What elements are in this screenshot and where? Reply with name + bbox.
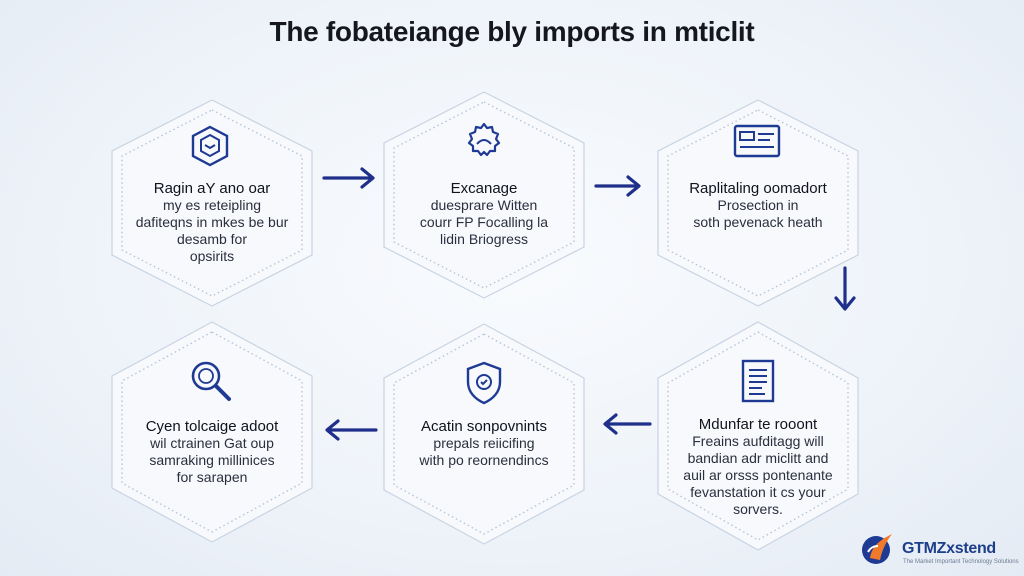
arrow-left-icon [603, 413, 652, 435]
step-3-body-line: Prosection in [717, 197, 799, 213]
id-card-icon [733, 124, 781, 158]
step-2-body-line: duesprare Witten [430, 197, 538, 213]
step-4-hexagon: Mdunfar te rooont Freains aufditagg will… [654, 318, 862, 554]
step-1-body-line: opsirits [189, 248, 235, 264]
step-4-body-line: Freains aufditagg will [692, 433, 824, 449]
step-1-body-line: my es reteipling [162, 197, 262, 213]
diagram-title: The fobateiange bly imports in mticlit [269, 16, 755, 47]
step-3-hexagon: Raplitaling oomadort Prosection in soth … [654, 96, 862, 310]
step-4-body-line: fevanstation it cs your [690, 484, 826, 500]
brand-tagline: The Market Important Technology Solution… [903, 559, 1019, 565]
step-3-body-line: soth pevenack heath [693, 214, 823, 230]
step-6-heading: Cyen tolcaige adoot [145, 418, 279, 435]
step-5-body-line: prepals reiicifing [433, 435, 535, 451]
step-2-body-line: lidin Briogress [440, 231, 528, 247]
arrow-right-icon [322, 167, 375, 189]
cube-shield-icon [191, 125, 229, 167]
hexagon-outline [111, 99, 313, 307]
brand-name: GTMZxstend [902, 540, 996, 557]
hexagon-outline [383, 91, 585, 299]
step-2-body-line: courr FP Focalling la [419, 214, 549, 230]
step-6-body-line: for sarapen [176, 469, 248, 485]
gear-badge-icon [467, 122, 501, 157]
document-icon [741, 359, 775, 403]
step-2-text: Excanage duesprare Witten courr FP Focal… [392, 180, 576, 248]
step-1-heading: Ragin aY ano oar [153, 180, 271, 197]
arrow-down-icon [834, 266, 856, 311]
step-6-text: Cyen tolcaige adoot wil ctrainen Gat oup… [120, 418, 304, 486]
step-1-body-line: desamb for [176, 231, 248, 247]
arrow-right-icon [594, 175, 641, 197]
step-3-text: Raplitaling oomadort Prosection in soth … [666, 180, 850, 231]
magnifier-icon [191, 361, 231, 401]
shield-check-icon [466, 361, 502, 405]
arrow-left-icon [325, 419, 378, 441]
step-1-hexagon: Ragin aY ano oar my es reteipling dafite… [108, 96, 316, 310]
step-2-heading: Excanage [450, 180, 518, 197]
step-5-heading: Acatin sonpovnints [421, 418, 547, 435]
step-4-body-line: sorvers. [733, 501, 783, 517]
step-4-body-line: bandian adr miclitt and [687, 450, 829, 466]
step-6-hexagon: Cyen tolcaige adoot wil ctrainen Gat oup… [108, 318, 316, 546]
step-4-text: Mdunfar te rooont Freains aufditagg will… [666, 416, 850, 518]
step-5-hexagon: Acatin sonpovnints prepals reiicifing wi… [380, 320, 588, 548]
step-2-hexagon: Excanage duesprare Witten courr FP Focal… [380, 88, 588, 302]
step-4-body-line: auil ar orsss pontenante [683, 467, 833, 483]
step-6-body-line: samraking millinices [149, 452, 275, 468]
step-1-body-line: dafiteqns in mkes be bur [135, 214, 289, 230]
brand-logo-icon [862, 534, 892, 564]
step-5-body-line: with po reornendincs [419, 452, 549, 468]
step-6-body-line: wil ctrainen Gat oup [150, 435, 274, 451]
step-1-text: Ragin aY ano oar my es reteipling dafite… [120, 180, 304, 265]
hexagon-outline [657, 99, 859, 307]
hexagon-outline [111, 321, 313, 543]
hexagon-outline [383, 323, 585, 545]
hexagon-outline [657, 321, 859, 551]
step-3-heading: Raplitaling oomadort [689, 180, 827, 197]
step-5-text: Acatin sonpovnints prepals reiicifing wi… [392, 418, 576, 469]
step-4-heading: Mdunfar te rooont [698, 416, 818, 433]
